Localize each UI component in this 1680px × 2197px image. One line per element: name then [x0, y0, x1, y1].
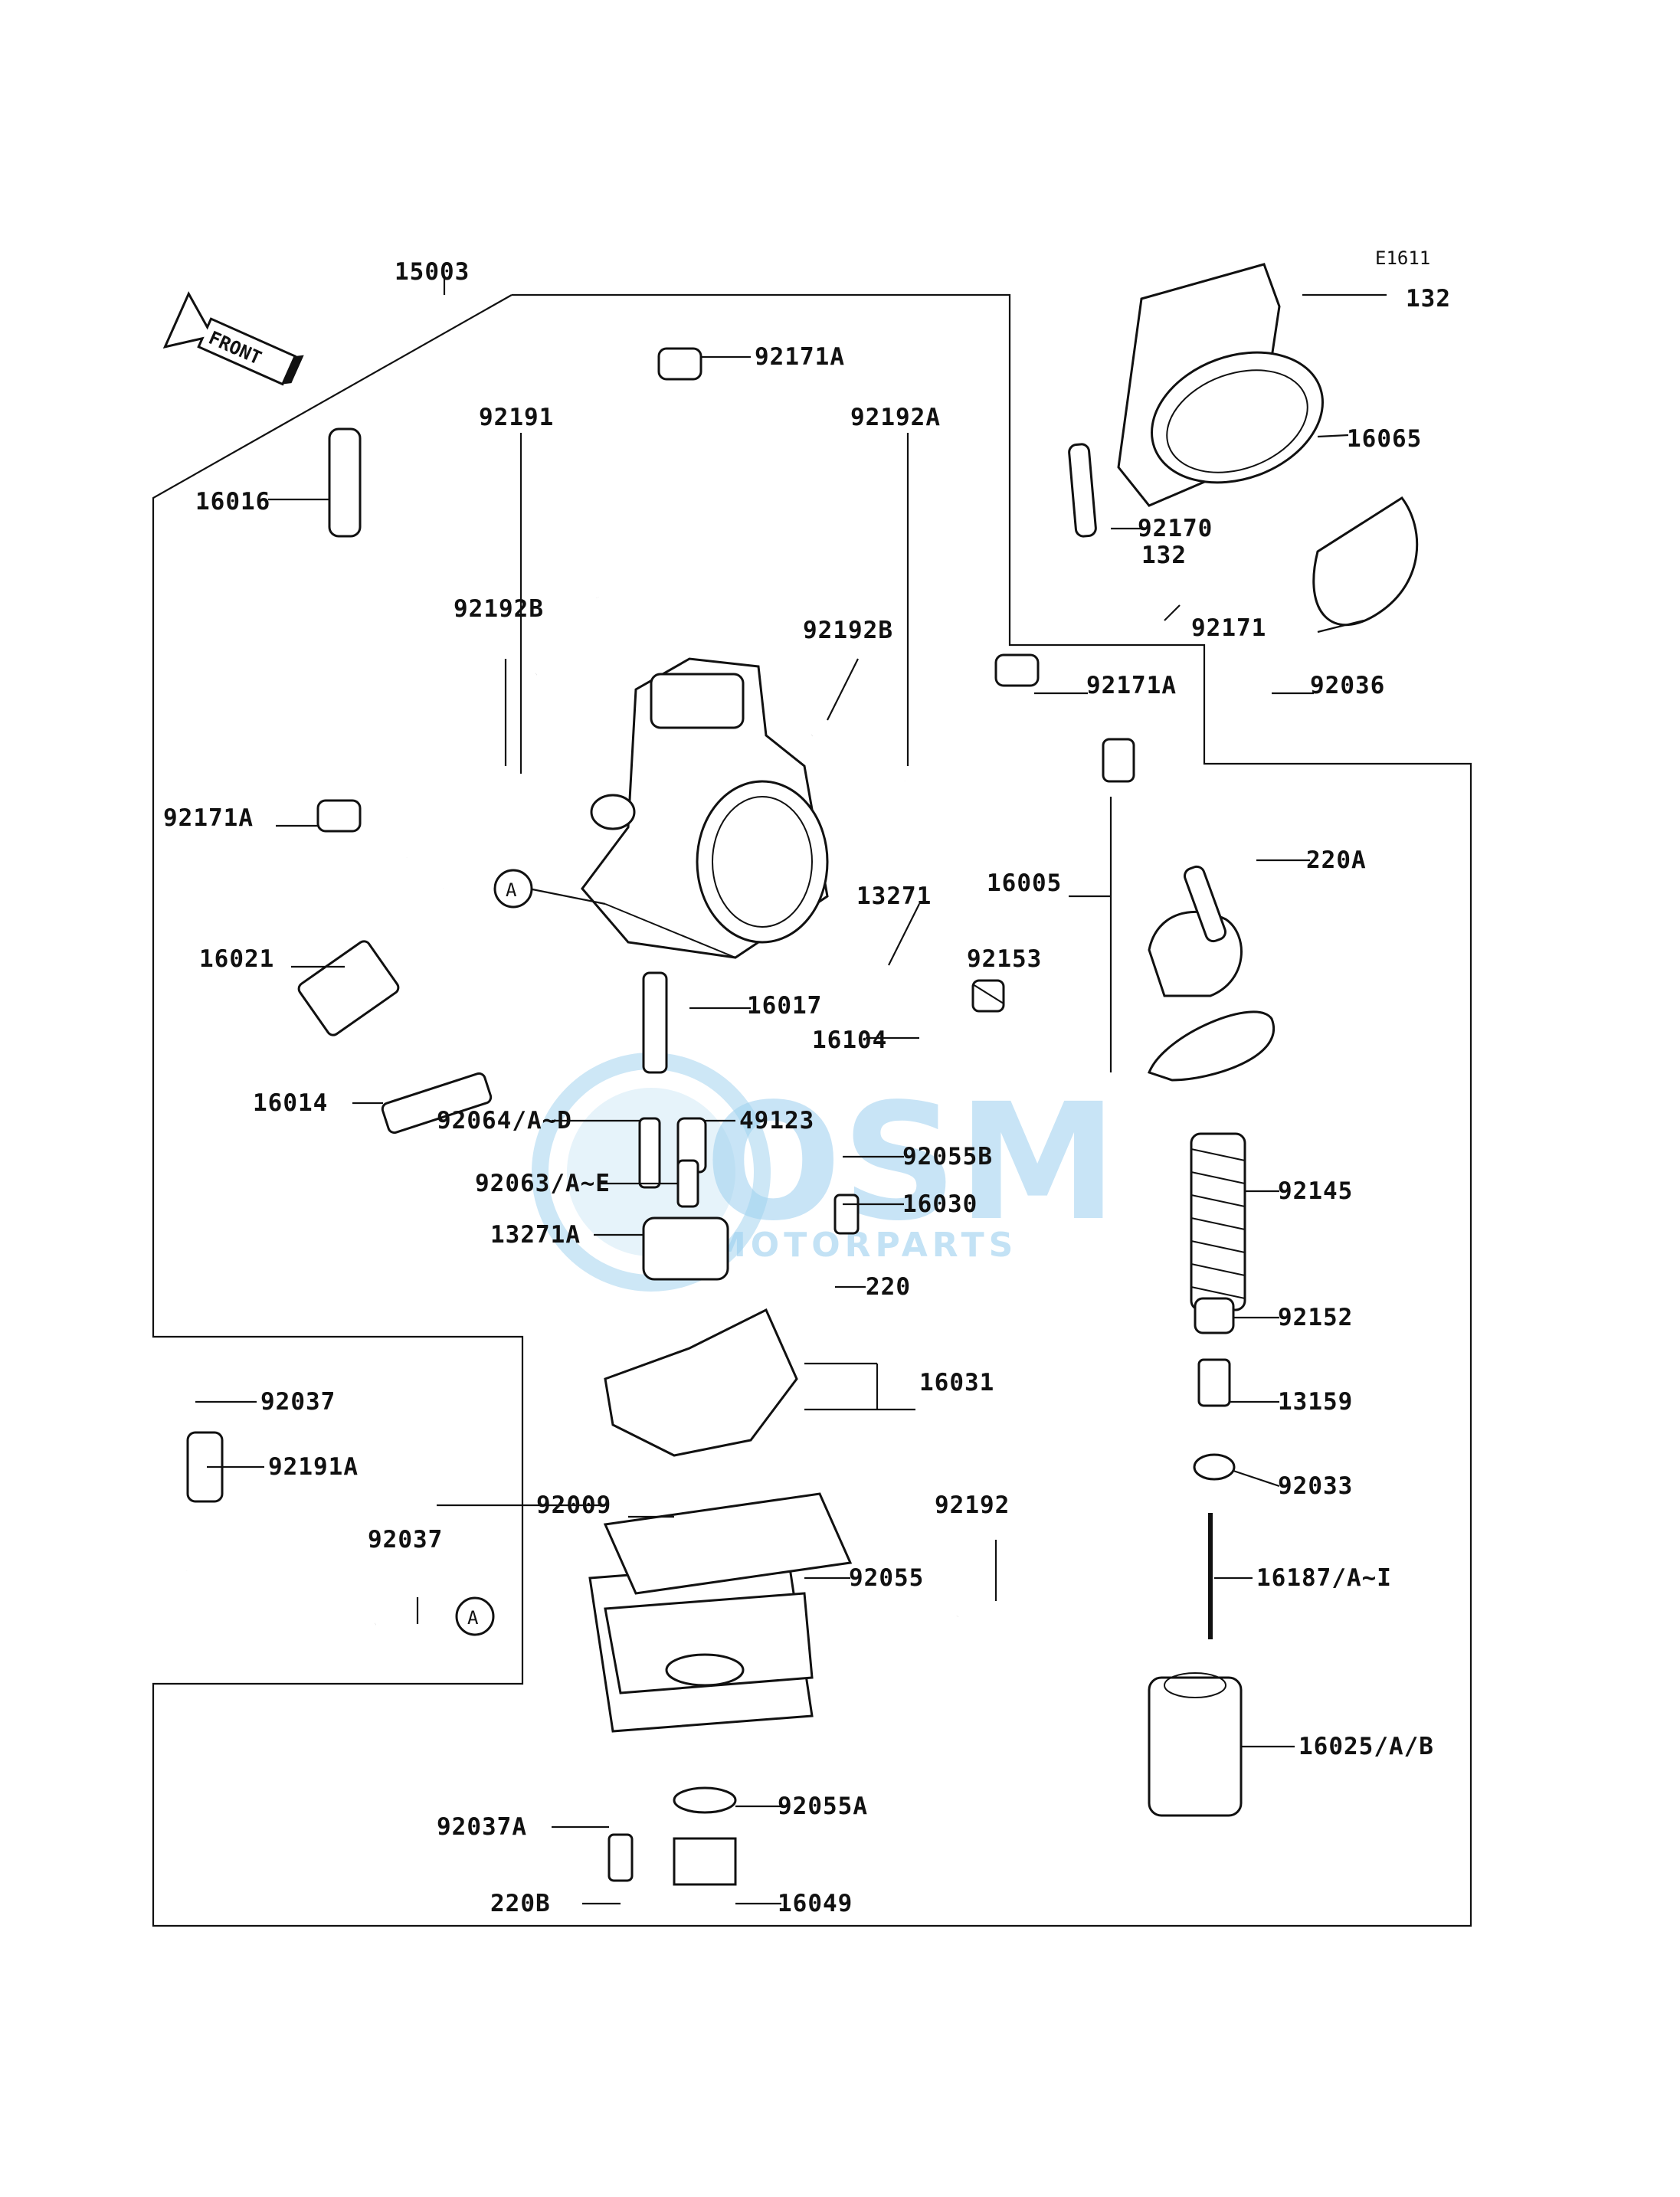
diagram-code: E1611: [1375, 247, 1430, 269]
label-92152: 92152: [1278, 1304, 1353, 1331]
label-16104: 16104: [812, 1026, 887, 1054]
label-16187: 16187/A~I: [1256, 1564, 1392, 1592]
label-92055A: 92055A: [778, 1793, 868, 1820]
label-92145: 92145: [1278, 1177, 1353, 1205]
label-92153: 92153: [967, 945, 1042, 973]
callout-a-bottom-label: A: [467, 1607, 479, 1629]
throttle-parts: [1102, 738, 1275, 1817]
label-16016: 16016: [195, 488, 270, 516]
leader-lines: [195, 276, 1387, 1905]
callout-a-top: A: [493, 869, 533, 909]
left-parts: [180, 427, 1042, 1739]
label-92055B: 92055B: [902, 1143, 993, 1171]
label-92170: 92170: [1138, 515, 1213, 542]
label-92036: 92036: [1310, 672, 1385, 699]
label-16014: 16014: [253, 1089, 328, 1117]
label-92037A: 92037A: [437, 1813, 527, 1841]
float-chamber: [588, 1216, 853, 1886]
label-15003: 15003: [395, 258, 470, 286]
label-92191A: 92191A: [268, 1453, 359, 1481]
watermark: OSM MOTORPARTS: [532, 1053, 1118, 1292]
label-16025: 16025/A/B: [1298, 1733, 1434, 1760]
label-13271A: 13271A: [490, 1221, 581, 1249]
label-16030: 16030: [902, 1190, 978, 1218]
label-92192A: 92192A: [850, 404, 941, 431]
label-92063: 92063/A~E: [475, 1170, 611, 1197]
label-92192: 92192: [935, 1491, 1010, 1519]
label-92009: 92009: [536, 1491, 611, 1519]
label-92037-b: 92037: [368, 1526, 443, 1554]
label-16005: 16005: [987, 869, 1062, 897]
label-49123: 49123: [739, 1107, 814, 1135]
label-92192B-right: 92192B: [803, 617, 893, 644]
watermark-brand: OSM: [705, 1069, 1118, 1256]
label-16017: 16017: [747, 992, 822, 1020]
label-132-mid: 132: [1141, 542, 1187, 569]
label-92033: 92033: [1278, 1472, 1353, 1500]
spring-icon: [1190, 1132, 1246, 1311]
label-92037-a: 92037: [260, 1388, 336, 1416]
label-92171A-left: 92171A: [163, 804, 254, 832]
label-92171A-top: 92171A: [755, 343, 845, 371]
callout-a-top-label: A: [506, 879, 517, 901]
label-92171: 92171: [1191, 614, 1266, 642]
label-92171A-mid: 92171A: [1086, 672, 1177, 699]
watermark-sub: MOTORPARTS: [712, 1226, 1017, 1265]
clip-icons: [316, 347, 1040, 833]
label-16065: 16065: [1347, 425, 1422, 453]
intake-manifold: [1068, 263, 1419, 627]
label-132-top: 132: [1406, 285, 1451, 313]
assembly-outline: [152, 293, 1472, 1927]
carburetor-body: [581, 657, 829, 959]
label-220: 220: [866, 1273, 911, 1301]
label-16021: 16021: [199, 945, 274, 973]
label-220A: 220A: [1306, 846, 1367, 874]
label-92064: 92064/A~D: [437, 1107, 572, 1135]
callout-a-bottom: A: [455, 1596, 495, 1636]
label-13271: 13271: [856, 882, 932, 910]
diagram-code-group: E1611: [1375, 247, 1430, 269]
label-92191: 92191: [479, 404, 554, 431]
label-92192B-left: 92192B: [454, 595, 544, 623]
label-13159: 13159: [1278, 1388, 1353, 1416]
front-arrow-icon: FRONT: [162, 291, 304, 386]
label-220B: 220B: [490, 1890, 551, 1917]
label-16049: 16049: [778, 1890, 853, 1917]
part-labels: 15003 92171A 92191 92192A 16016 92192B 9…: [163, 258, 1451, 1917]
label-16031: 16031: [919, 1369, 994, 1396]
label-92055: 92055: [849, 1564, 924, 1592]
